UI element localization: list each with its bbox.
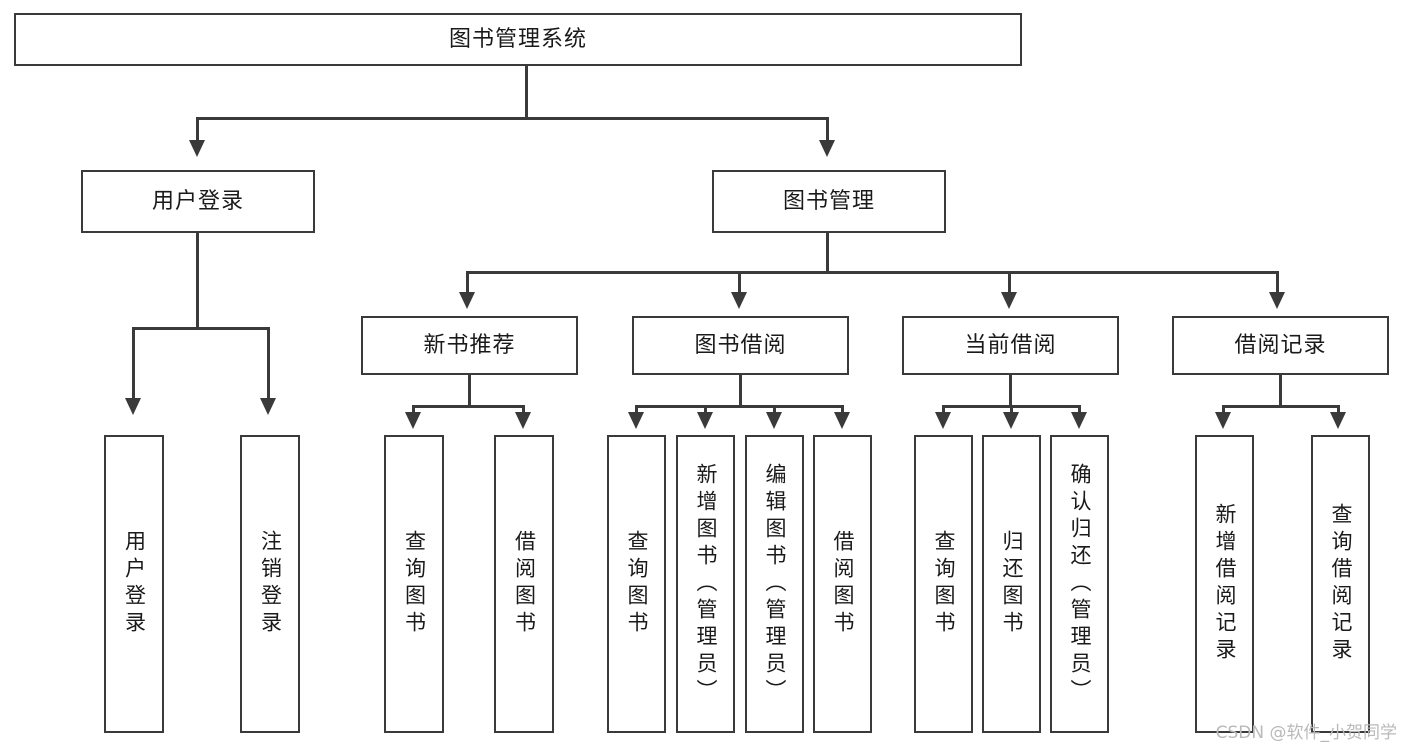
node-label: 归还图书 [1000, 530, 1024, 638]
node-leaf-user-login[interactable]: 用户登录 [104, 435, 164, 733]
edge-user-login-bus [132, 327, 269, 330]
edge-new-book-drop-1 [412, 405, 415, 415]
node-label: 查询图书 [402, 530, 427, 638]
edge-user-login-drop-2 [267, 327, 270, 401]
arrowhead-leaf-query-book-2 [628, 412, 644, 429]
arrowhead-user-login [189, 140, 205, 157]
node-label: 查询图书 [625, 530, 649, 638]
edge-book-borrow-drop-2 [704, 405, 707, 415]
edge-new-book-stem [468, 375, 471, 407]
arrowhead-current-borrow [1001, 292, 1017, 309]
arrowhead-leaf-logout-login [260, 398, 276, 415]
edge-user-login-drop-1 [132, 327, 135, 401]
node-label: 当前借阅 [964, 332, 1057, 358]
edge-current-borrow-stem [1009, 375, 1012, 407]
node-label: 借阅图书 [831, 530, 855, 638]
node-label: 新书推荐 [423, 332, 516, 358]
arrowhead-new-book-recommend [459, 292, 475, 309]
edge-book-borrow-bus [635, 405, 844, 408]
node-user-login[interactable]: 用户登录 [81, 170, 315, 233]
node-leaf-borrow-book-recommend[interactable]: 借阅图书 [494, 435, 554, 733]
node-label: 确认归还（管理员） [1068, 462, 1092, 706]
edge-new-book-drop-2 [522, 405, 525, 415]
arrowhead-leaf-borrow-book-2 [834, 412, 850, 429]
edge-book-manage-drop-3 [1008, 271, 1011, 295]
node-book-management[interactable]: 图书管理 [712, 170, 946, 233]
node-label: 注销登录 [258, 530, 283, 638]
arrowhead-book-borrow [731, 292, 747, 309]
node-leaf-add-borrow-record[interactable]: 新增借阅记录 [1195, 435, 1254, 733]
edge-borrow-record-drop-1 [1222, 405, 1225, 415]
node-label: 查询图书 [932, 530, 956, 638]
edge-new-book-bus [412, 405, 525, 408]
arrowhead-leaf-query-record [1330, 412, 1346, 429]
arrowhead-leaf-add-record [1215, 412, 1231, 429]
edge-current-borrow-drop-2 [1010, 405, 1013, 415]
edge-book-borrow-drop-4 [841, 405, 844, 415]
edge-book-manage-drop-1 [466, 271, 469, 295]
arrowhead-book-manage [819, 140, 835, 157]
node-label: 查询借阅记录 [1329, 503, 1353, 665]
edge-current-borrow-drop-1 [942, 405, 945, 415]
node-label: 新增借阅记录 [1213, 503, 1237, 665]
node-leaf-logout-login[interactable]: 注销登录 [240, 435, 300, 733]
node-book-borrow[interactable]: 图书借阅 [632, 316, 849, 375]
node-leaf-edit-book-admin[interactable]: 编辑图书（管理员） [745, 435, 804, 733]
edge-book-manage-drop-2 [738, 271, 741, 295]
node-leaf-borrow-book[interactable]: 借阅图书 [813, 435, 872, 733]
node-leaf-return-book[interactable]: 归还图书 [982, 435, 1041, 733]
arrowhead-leaf-add-book [697, 412, 713, 429]
edge-root-stem [525, 66, 528, 119]
edge-book-borrow-drop-3 [773, 405, 776, 415]
node-label: 图书管理系统 [448, 26, 587, 52]
edge-borrow-record-drop-2 [1337, 405, 1340, 415]
node-leaf-query-borrow-record[interactable]: 查询借阅记录 [1311, 435, 1370, 733]
node-label: 借阅图书 [512, 530, 537, 638]
node-borrow-record[interactable]: 借阅记录 [1172, 316, 1389, 375]
edge-borrow-record-bus [1222, 405, 1340, 408]
node-label: 图书管理 [782, 188, 875, 214]
node-leaf-query-book-recommend[interactable]: 查询图书 [384, 435, 444, 733]
arrowhead-borrow-record [1269, 292, 1285, 309]
node-label: 用户登录 [151, 188, 244, 214]
arrowhead-leaf-query-book-1 [405, 412, 421, 429]
node-leaf-add-book-admin[interactable]: 新增图书（管理员） [676, 435, 735, 733]
edge-user-login-stem [196, 233, 199, 330]
node-current-borrow[interactable]: 当前借阅 [902, 316, 1119, 375]
arrowhead-leaf-confirm-return [1071, 412, 1087, 429]
arrowhead-leaf-borrow-book-1 [515, 412, 531, 429]
edge-current-borrow-drop-3 [1078, 405, 1081, 415]
edge-borrow-record-stem [1279, 375, 1282, 407]
node-leaf-confirm-return-admin[interactable]: 确认归还（管理员） [1050, 435, 1109, 733]
arrowhead-leaf-return-book [1003, 412, 1019, 429]
edge-root-bus [196, 117, 829, 120]
node-root-book-management-system[interactable]: 图书管理系统 [14, 13, 1022, 66]
edge-book-borrow-stem [739, 375, 742, 407]
edge-book-manage-stem [826, 233, 829, 273]
node-label: 编辑图书（管理员） [763, 462, 787, 706]
arrowhead-leaf-user-login [125, 398, 141, 415]
edge-book-borrow-drop-1 [635, 405, 638, 415]
arrowhead-leaf-edit-book [766, 412, 782, 429]
node-label: 用户登录 [122, 530, 147, 638]
edge-root-to-user-login [196, 117, 199, 145]
arrowhead-leaf-query-book-3 [935, 412, 951, 429]
node-label: 图书借阅 [694, 332, 787, 358]
node-label: 新增图书（管理员） [694, 462, 718, 706]
edge-root-to-book-manage [826, 117, 829, 145]
node-leaf-query-book-current[interactable]: 查询图书 [914, 435, 973, 733]
node-label: 借阅记录 [1234, 332, 1327, 358]
node-new-book-recommend[interactable]: 新书推荐 [361, 316, 578, 375]
edge-book-manage-drop-4 [1276, 271, 1279, 295]
edge-book-manage-bus [466, 271, 1279, 274]
node-leaf-query-book-borrow[interactable]: 查询图书 [607, 435, 666, 733]
